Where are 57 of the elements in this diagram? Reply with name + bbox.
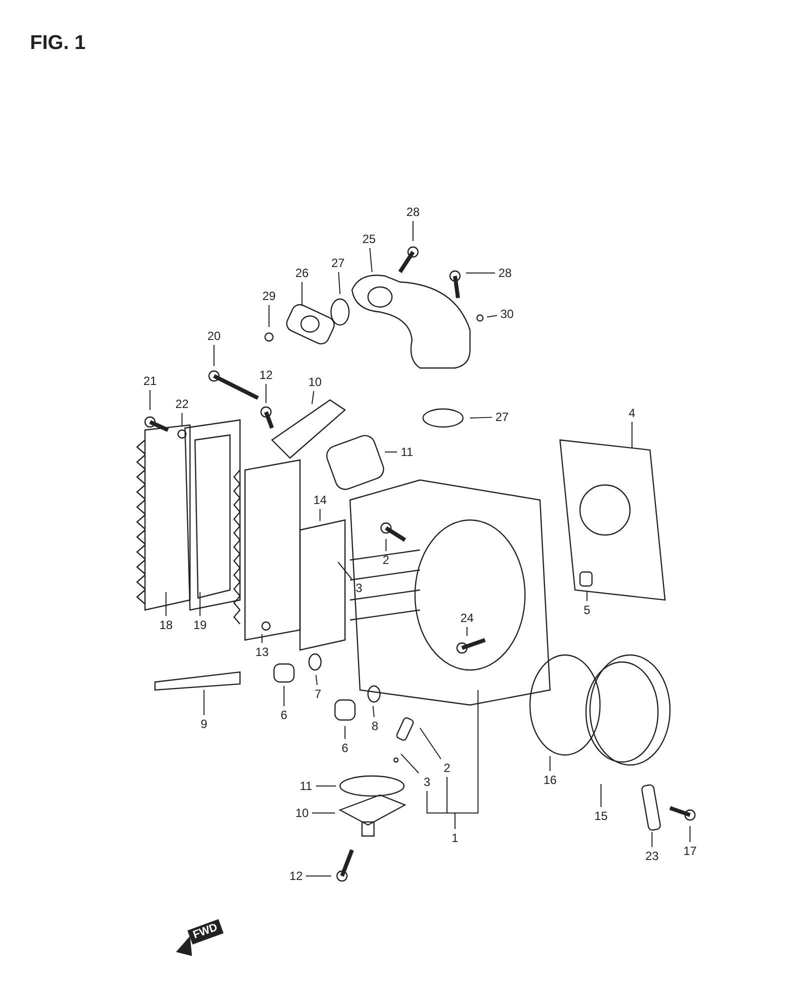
leader-line (316, 674, 318, 686)
callout-number: 25 (362, 232, 376, 246)
callout-number: 10 (308, 375, 322, 389)
callout-number: 17 (683, 844, 697, 858)
figure-title: FIG. 1 (30, 32, 86, 55)
callout-number: 27 (331, 256, 345, 270)
callout-number: 22 (175, 397, 189, 411)
callout-number: 2 (444, 761, 450, 775)
callout-number: 21 (143, 374, 157, 388)
leader-line (420, 728, 442, 760)
callout-number: 11 (300, 779, 312, 793)
leader-line (268, 304, 270, 328)
leader-line (470, 416, 492, 418)
callout-number: 11 (400, 445, 414, 459)
leader-line (400, 754, 420, 774)
leader-line (338, 562, 352, 580)
callout-number: 10 (295, 806, 309, 820)
leader-line (312, 812, 336, 814)
leader-line (344, 726, 346, 740)
callout-number: 27 (495, 410, 509, 424)
callout-number: 6 (280, 708, 288, 722)
leader-line (369, 248, 372, 272)
leader-line (466, 626, 468, 636)
leader-line (412, 220, 414, 242)
callout-number: 13 (255, 645, 269, 659)
callout-number: 24 (460, 611, 474, 625)
callout-number: 16 (543, 773, 557, 787)
callout-number: 15 (594, 809, 608, 823)
leader-line (466, 272, 496, 274)
leader-line (312, 390, 314, 404)
callout-number: 14 (313, 493, 327, 507)
leader-line (586, 590, 588, 602)
callout-number: 2 (382, 553, 390, 567)
callout-number: 3 (424, 775, 430, 789)
callout-number: 7 (314, 687, 322, 701)
callout-number: 5 (584, 603, 590, 617)
leader-line (372, 706, 375, 718)
callout-number: 4 (628, 406, 636, 420)
callout-number: 9 (200, 717, 208, 731)
callout-number: 20 (207, 329, 221, 343)
callout-number: 19 (193, 618, 207, 632)
callout-number: 26 (295, 266, 309, 280)
callout-number: 3 (356, 581, 362, 595)
callout-number: 18 (159, 618, 173, 632)
callout-number: 12 (259, 368, 273, 382)
leader-line (600, 784, 602, 808)
callout-number: 12 (289, 869, 303, 883)
callout-number: 30 (500, 307, 514, 321)
callout-number: 1 (452, 831, 458, 845)
callout-number: 28 (498, 266, 512, 280)
callout-number: 23 (645, 849, 659, 863)
callout-number: 8 (372, 719, 378, 733)
leader-line (486, 315, 498, 318)
callout-number: 28 (406, 205, 420, 219)
callout-number: 29 (262, 289, 276, 303)
callout-number: 6 (342, 741, 348, 755)
leader-line (338, 272, 340, 294)
